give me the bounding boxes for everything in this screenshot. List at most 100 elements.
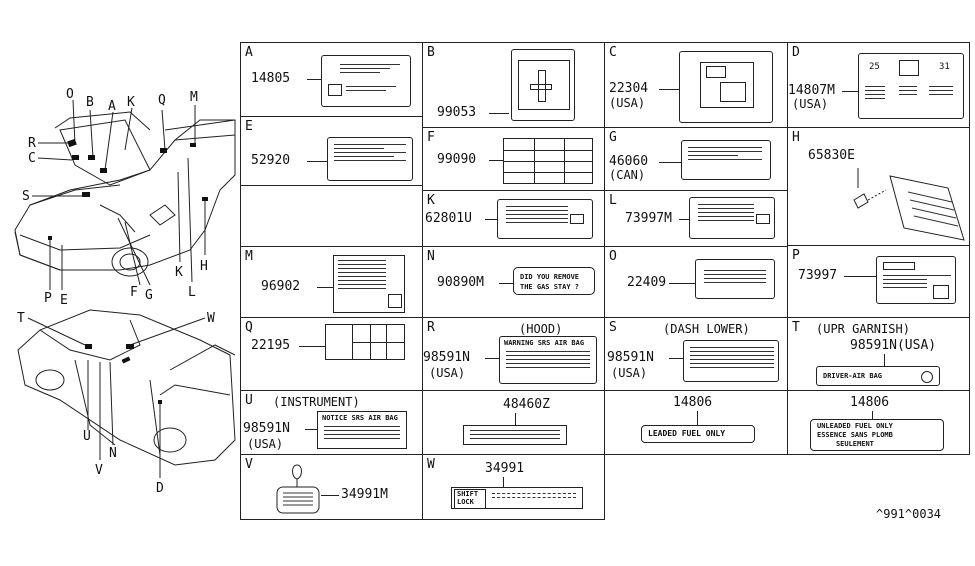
region-note: (USA) xyxy=(247,437,284,451)
label-drawing: UNLEADED FUEL ONLY ESSENCE SANS PLOMB SE… xyxy=(810,419,944,451)
cell-letter: P xyxy=(792,248,800,263)
cell-letter: V xyxy=(245,457,253,472)
cell-n[interactable]: N 90890M DID YOU REMOVE THE GAS STAY ? xyxy=(422,246,605,318)
cell-h[interactable]: H 65830E xyxy=(787,127,970,246)
cell-14806-leaded[interactable]: 14806 LEADED FUEL ONLY xyxy=(604,390,788,455)
cell-a[interactable]: A 14805 xyxy=(240,42,423,117)
cell-m[interactable]: M 96902 xyxy=(240,246,423,318)
label-text-w: SHIFT LOCK xyxy=(457,490,479,506)
label-drawing xyxy=(276,464,320,514)
label-drawing: DID YOU REMOVE THE GAS STAY ? xyxy=(513,267,595,295)
cell-t[interactable]: T (UPR GARNISH) 98591N(USA) DRIVER-AIR B… xyxy=(787,317,970,391)
part-number: 98591N xyxy=(423,350,470,365)
cell-14806-unleaded[interactable]: 14806 UNLEADED FUEL ONLY ESSENCE SANS PL… xyxy=(787,390,970,455)
location-title: (INSTRUMENT) xyxy=(273,395,360,409)
cell-letter: M xyxy=(245,249,253,264)
label-drawing xyxy=(463,425,567,445)
callout-w: W xyxy=(207,311,215,326)
cell-letter: E xyxy=(245,119,253,134)
callout-v: V xyxy=(95,463,103,478)
diagram-reference-code: ^991^0034 xyxy=(876,507,942,521)
cell-b[interactable]: B 99053 xyxy=(422,42,605,128)
part-number: 34991M xyxy=(341,487,388,502)
leader-line xyxy=(489,160,503,161)
cell-q[interactable]: Q 22195 xyxy=(240,317,423,391)
upper-car-drawing xyxy=(14,111,236,277)
part-number: 73997 xyxy=(798,268,838,283)
leader-line xyxy=(515,413,516,425)
cell-f[interactable]: F 99090 xyxy=(422,127,605,191)
callout-q: Q xyxy=(158,93,166,108)
part-number: 99053 xyxy=(437,105,477,120)
location-title: (HOOD) xyxy=(519,322,563,336)
label-text-r: WARNING SRS AIR BAG xyxy=(504,339,585,347)
label-parts-grid: A 14805 B 99053 C 22304 (USA) D 14807M xyxy=(240,42,970,520)
lower-car-drawing xyxy=(17,309,236,466)
label-text-leaded: LEADED FUEL ONLY xyxy=(648,429,726,438)
label-drawing: DRIVER-AIR BAG xyxy=(816,366,940,386)
part-number: 14806 xyxy=(673,395,713,410)
cell-r[interactable]: R (HOOD) 98591N (USA) WARNING SRS AIR BA… xyxy=(422,317,605,391)
part-number: 90890M xyxy=(437,275,484,290)
part-number: 98591N xyxy=(607,350,654,365)
leader-line xyxy=(842,91,858,92)
leader-line xyxy=(659,162,681,163)
label-drawing xyxy=(325,324,405,360)
cell-k[interactable]: K 62801U xyxy=(422,190,605,247)
part-number: 52920 xyxy=(251,153,291,168)
cell-48460z[interactable]: 48460Z xyxy=(422,390,605,455)
leader-line xyxy=(872,411,873,419)
cell-s[interactable]: S (DASH LOWER) 98591N (USA) xyxy=(604,317,788,391)
cell-d[interactable]: D 14807M (USA) 25 31 xyxy=(787,42,970,128)
part-number: 14806 xyxy=(850,395,890,410)
part-number: 65830E xyxy=(808,148,855,163)
cell-g[interactable]: G 46060 (CAN) xyxy=(604,127,788,191)
label-text-u: NOTICE SRS AIR BAG xyxy=(322,414,398,422)
cell-letter: H xyxy=(792,130,800,145)
callout-b: B xyxy=(86,95,94,110)
label-markers xyxy=(48,138,208,404)
label-drawing xyxy=(497,199,593,239)
cell-letter: L xyxy=(609,193,617,208)
cell-c[interactable]: C 22304 (USA) xyxy=(604,42,788,128)
leader-line xyxy=(485,219,497,220)
leader-line xyxy=(697,411,698,425)
leader-line xyxy=(307,79,321,80)
part-number: 99090 xyxy=(437,152,477,167)
leader-line xyxy=(317,287,333,288)
cell-letter: F xyxy=(427,130,435,145)
label-drawing xyxy=(321,55,411,107)
leader-line xyxy=(299,346,325,347)
leader-line xyxy=(321,495,339,496)
cell-o[interactable]: O 22409 xyxy=(604,246,788,318)
part-number: 22409 xyxy=(627,275,667,290)
cell-letter: A xyxy=(245,45,253,60)
label-drawing: SHIFT LOCK xyxy=(451,487,583,509)
cell-e[interactable]: E 52920 xyxy=(240,116,423,186)
label-drawing xyxy=(681,140,771,180)
part-number: 48460Z xyxy=(503,397,550,412)
callout-k-upper: K xyxy=(127,95,135,110)
leader-line xyxy=(884,354,885,366)
d-number-left: 25 xyxy=(869,62,880,72)
cell-w[interactable]: W 34991 SHIFT LOCK xyxy=(422,454,605,520)
callout-e: E xyxy=(60,293,68,308)
part-number: 62801U xyxy=(425,211,472,226)
part-number: 46060 xyxy=(609,154,649,169)
cell-letter: Q xyxy=(245,320,253,335)
callout-l: L xyxy=(188,285,196,300)
cell-letter: C xyxy=(609,45,617,60)
cell-u[interactable]: U (INSTRUMENT) 98591N (USA) NOTICE SRS A… xyxy=(240,390,423,455)
part-number: 34991 xyxy=(485,461,525,476)
cell-v[interactable]: V 34991M xyxy=(240,454,423,520)
location-title: (UPR GARNISH) xyxy=(816,322,910,336)
callout-r: R xyxy=(28,136,36,151)
cell-l[interactable]: L 73997M xyxy=(604,190,788,247)
cell-letter: K xyxy=(427,193,435,208)
cell-p[interactable]: P 73997 xyxy=(787,245,970,318)
location-title: (DASH LOWER) xyxy=(663,322,750,336)
label-drawing xyxy=(853,168,965,241)
leader-line xyxy=(669,283,695,284)
callout-f: F xyxy=(130,285,138,300)
label-drawing xyxy=(327,137,413,181)
